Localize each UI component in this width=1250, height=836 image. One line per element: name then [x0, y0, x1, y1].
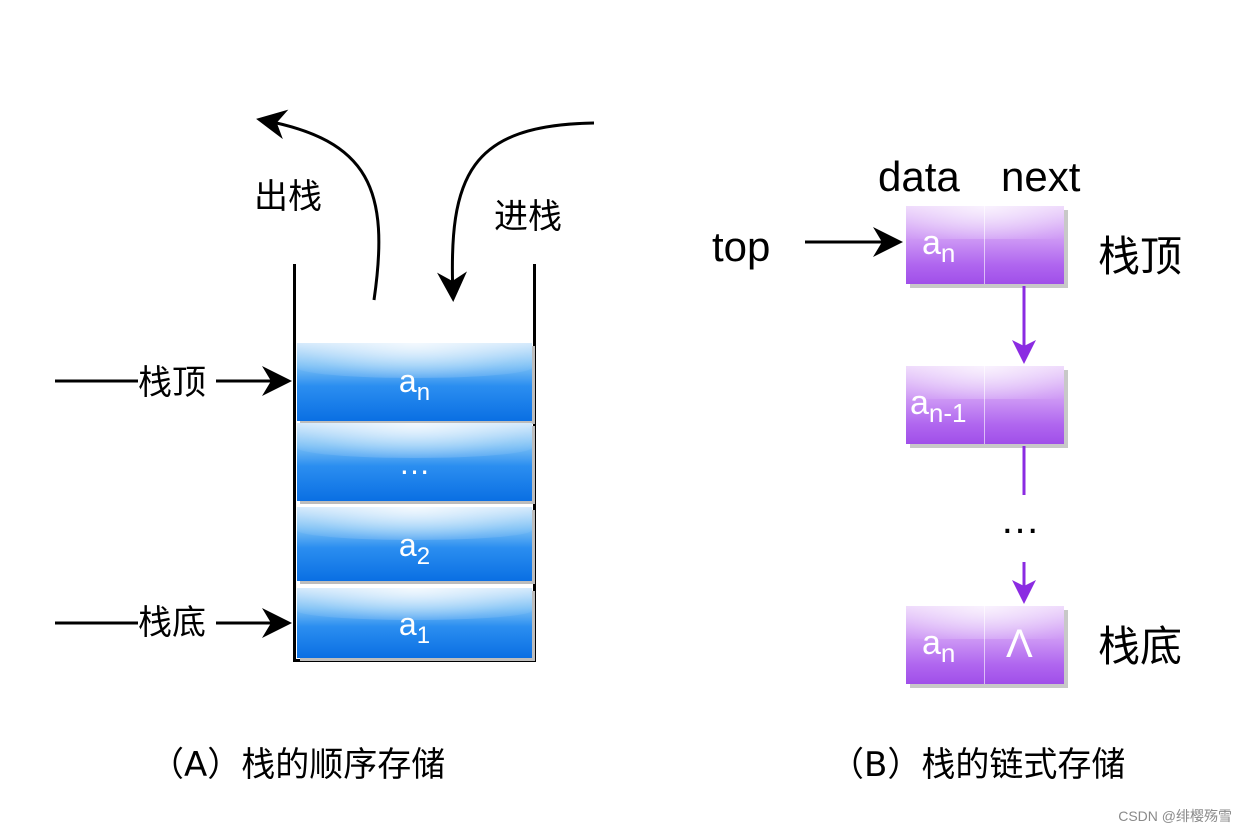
cell-value: a — [398, 606, 417, 642]
stack-bottom-label: 栈底 — [138, 603, 206, 643]
next-header: next — [1001, 153, 1081, 200]
node-subscript: n — [940, 238, 956, 268]
stack-left-wall — [293, 264, 296, 662]
push-label: 进栈 — [494, 197, 562, 237]
linked-node-top: an — [906, 206, 1064, 284]
linked-node-second: an-1 — [906, 366, 1064, 444]
stack-cell-a2: a2 — [297, 507, 532, 581]
cell-value: a — [398, 527, 417, 563]
pop-arrow — [256, 109, 381, 301]
node-subscript: n — [940, 638, 956, 668]
node-subscript: n-1 — [928, 398, 967, 428]
stack-bottom-wall — [293, 659, 536, 662]
stack-right-wall — [533, 264, 536, 662]
node-data: a — [922, 624, 941, 662]
cell-subscript: 1 — [416, 622, 431, 649]
linked-top-label: 栈顶 — [1098, 232, 1183, 281]
cell-subscript: 2 — [416, 543, 431, 570]
right-caption: （B）栈的链式存储 — [830, 745, 1126, 785]
stack-cell-ellipsis: … — [297, 423, 532, 501]
stack-cell-an: an — [297, 343, 532, 421]
cell-value: a — [398, 363, 417, 399]
top-pointer-label: top — [712, 223, 771, 270]
push-arrow — [437, 121, 595, 302]
node-divider — [984, 206, 985, 284]
watermark: CSDN @绯樱殇雪 — [1118, 808, 1232, 824]
linked-node-bottom: an Λ — [906, 606, 1064, 684]
cell-value: … — [398, 445, 431, 481]
left-caption: （A）栈的顺序存储 — [150, 745, 446, 785]
node-divider — [984, 366, 985, 444]
node-data: a — [910, 384, 929, 422]
linked-ellipsis: … — [1000, 498, 1040, 542]
node-divider — [984, 606, 985, 684]
linked-bottom-label: 栈底 — [1098, 622, 1183, 671]
node-data: a — [922, 224, 941, 262]
stack-cell-a1: a1 — [297, 588, 532, 658]
stack-top-label: 栈顶 — [138, 363, 206, 403]
data-header: data — [878, 153, 960, 200]
cell-subscript: n — [416, 379, 431, 406]
pop-label: 出栈 — [254, 177, 322, 217]
node-next-null: Λ — [1006, 622, 1033, 666]
